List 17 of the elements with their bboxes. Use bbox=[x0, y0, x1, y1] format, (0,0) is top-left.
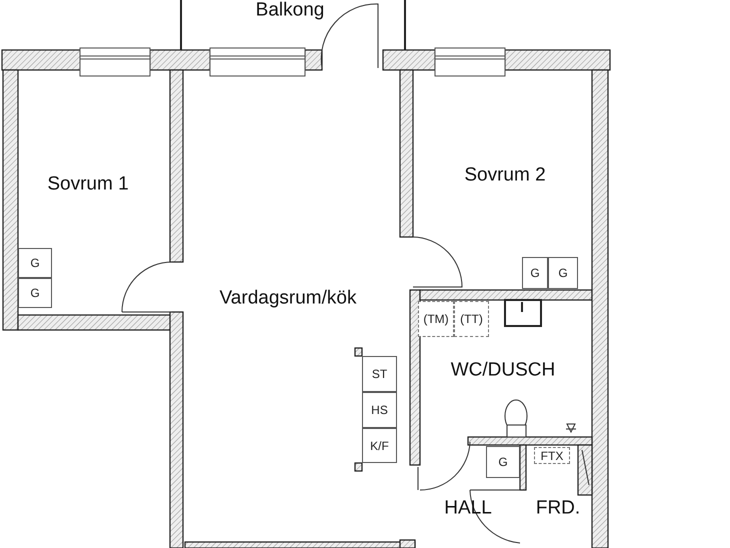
room-label: Sovrum 2 bbox=[464, 166, 546, 184]
fixture-box: G bbox=[522, 257, 548, 289]
room-label: Vardagsrum/kök bbox=[220, 288, 356, 308]
fixture-box: HS bbox=[362, 392, 397, 428]
fixture-box: K/F bbox=[362, 428, 397, 463]
fixture-box: G bbox=[18, 278, 52, 308]
dashed-fixture-box: (TT) bbox=[454, 301, 489, 337]
dashed-fixture-box: (TM) bbox=[418, 301, 454, 337]
dashed-fixture-box: FTX bbox=[534, 447, 570, 464]
room-label: Balkong bbox=[256, 0, 324, 20]
room-label: FRD. bbox=[536, 498, 580, 518]
fixture-box: G bbox=[486, 446, 520, 478]
fixture-box: G bbox=[18, 248, 52, 278]
room-label: WC/DUSCH bbox=[450, 360, 556, 380]
room-label: Sovrum 1 bbox=[47, 174, 129, 194]
fixture-box: ST bbox=[362, 356, 397, 392]
fixture-box: G bbox=[548, 257, 578, 289]
